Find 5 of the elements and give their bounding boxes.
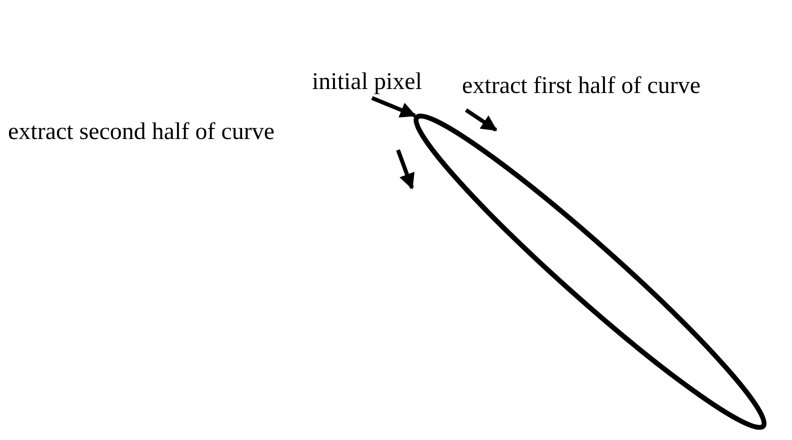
ellipse-curve (412, 113, 768, 431)
annotation-text: extract first half of curve (462, 72, 701, 100)
leader-arrow (371, 96, 416, 118)
annotation-text: extract second half of curve (8, 118, 275, 146)
callout-text: initial pixel (312, 68, 422, 96)
